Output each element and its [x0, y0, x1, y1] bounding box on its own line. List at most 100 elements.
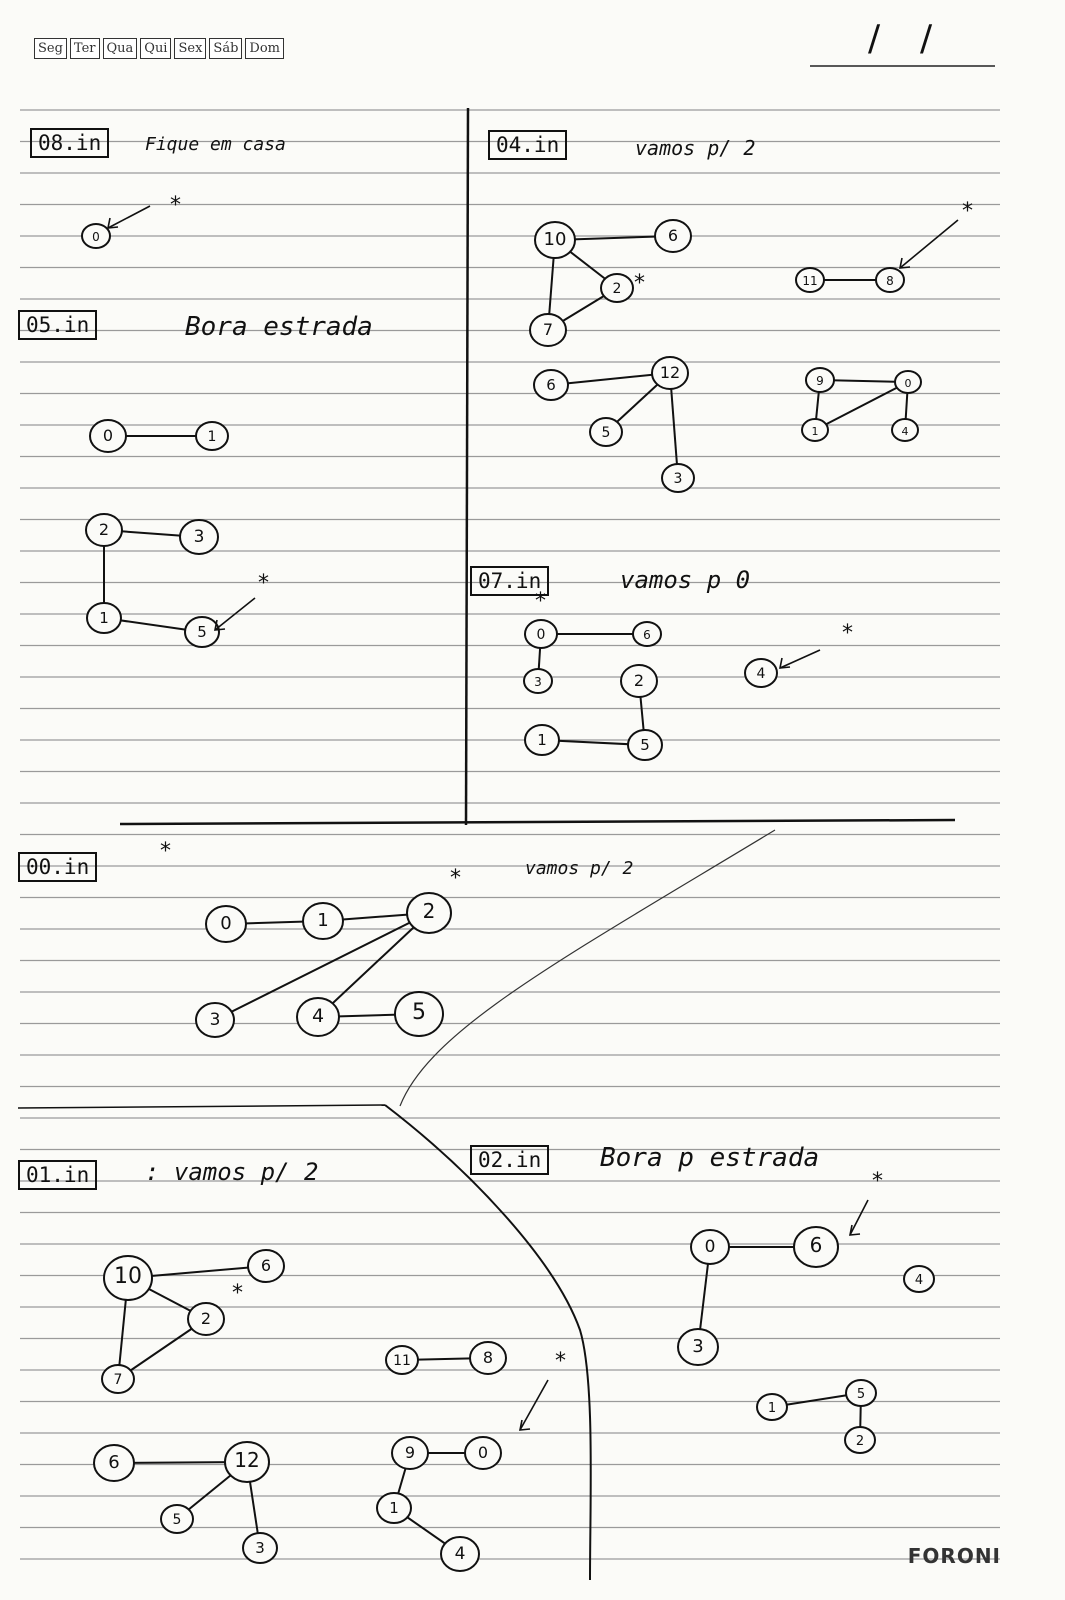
section-divider [384, 1104, 592, 1581]
date-separator: / [920, 18, 933, 59]
graph-node [690, 1229, 730, 1265]
graph-node [93, 1444, 135, 1482]
start-arrow [899, 219, 959, 269]
graph-node [101, 1364, 135, 1394]
graph-node-label: 9 [816, 374, 824, 388]
graph-node [805, 367, 835, 393]
graph-node-label: 3 [194, 527, 205, 547]
graph-node-label: 1 [208, 429, 217, 445]
graph-node [184, 616, 220, 648]
section-label: 00.in [18, 852, 98, 882]
weekday-box: Sáb [209, 38, 243, 59]
start-arrow [107, 205, 151, 229]
graph-node-label: 0 [478, 1443, 488, 1462]
graph-node [756, 1393, 788, 1421]
start-marker: * [842, 621, 853, 646]
graph-node [391, 1436, 429, 1470]
graph-node-label: 1 [768, 1401, 776, 1416]
graph-node [224, 1441, 270, 1483]
graph-node-label: 4 [312, 1005, 324, 1027]
graph-node [385, 1345, 419, 1375]
graph-node [247, 1249, 285, 1283]
graph-node-label: 8 [483, 1348, 493, 1367]
graph-node-label: 3 [255, 1539, 265, 1557]
graph-node-label: 11 [393, 1353, 411, 1369]
graph-node-label: 4 [455, 1544, 466, 1564]
graph-node [651, 356, 689, 390]
graph-node [875, 267, 905, 293]
graph-node [534, 221, 576, 259]
weekday-box: Seg [34, 38, 67, 59]
graph-node-label: 1 [99, 609, 109, 627]
graph-node-label: 10 [114, 1264, 142, 1289]
graph-node [529, 313, 567, 347]
graph-edge [550, 372, 671, 386]
graph-node [394, 991, 444, 1037]
graph-node [85, 513, 123, 547]
graph-node [793, 1226, 839, 1268]
graph-node-label: 2 [201, 1309, 211, 1328]
graph-node [903, 1265, 935, 1293]
graph-node-label: 3 [534, 675, 542, 689]
section-divider [17, 1104, 386, 1109]
start-marker: * [634, 271, 645, 296]
graph-node-label: 7 [543, 320, 553, 339]
graph-edge [814, 381, 909, 431]
graph-node [620, 664, 658, 698]
start-marker: * [555, 1349, 566, 1374]
graph-node-label: 0 [905, 377, 912, 390]
graph-node-label: 4 [915, 1273, 923, 1288]
graph-node-label: 4 [902, 425, 909, 438]
graph-node-label: 9 [405, 1443, 415, 1462]
graph-edge [669, 372, 679, 479]
start-marker: * [535, 589, 546, 614]
start-marker: * [962, 199, 973, 224]
graph-node-label: 2 [423, 899, 436, 923]
graph-node-label: 6 [546, 376, 556, 394]
start-marker: * [258, 571, 269, 596]
graph-node [524, 619, 558, 649]
graph-node-label: 0 [220, 913, 231, 934]
start-arrow [779, 649, 821, 669]
start-arrow [519, 1379, 549, 1431]
start-arrow-head [849, 1224, 861, 1236]
graph-node-label: 5 [173, 1512, 182, 1528]
graph-node-label: 6 [261, 1256, 271, 1275]
graph-node [302, 902, 344, 940]
graph-node-label: 1 [812, 425, 819, 438]
section-caption: Bora p estrada [600, 1143, 820, 1173]
graph-node-label: 5 [412, 1000, 426, 1025]
graph-node [795, 267, 825, 293]
graph-node-label: 11 [802, 274, 817, 288]
graph-node-label: 3 [692, 1336, 703, 1357]
graph-node-label: 0 [705, 1237, 716, 1257]
weekday-box: Qui [140, 38, 172, 59]
graph-node [89, 419, 127, 453]
graph-node-label: 3 [210, 1010, 221, 1030]
section-divider [399, 829, 776, 1107]
graph-node [103, 1255, 153, 1301]
section-label: 02.in [470, 1145, 550, 1175]
start-arrow-head [779, 657, 791, 669]
graph-node [179, 519, 219, 555]
section-caption: vamos p/ 2 [635, 136, 756, 160]
graph-node-label: 1 [389, 1499, 399, 1517]
graph-node-label: 3 [674, 471, 683, 487]
graph-edge [317, 912, 430, 1018]
weekday-row: Seg Ter Qua Qui Sex Sáb Dom [34, 38, 284, 59]
graph-node-label: 5 [197, 623, 207, 641]
weekday-box: Ter [69, 38, 100, 59]
graph-node [187, 1302, 225, 1336]
graph-node [464, 1436, 502, 1470]
graph-node-label: 0 [103, 426, 113, 445]
column-divider [464, 107, 470, 826]
start-arrow [214, 597, 256, 631]
graph-node [845, 1379, 877, 1407]
graph-node [677, 1328, 719, 1366]
graph-edge [214, 912, 430, 1021]
graph-node-label: 8 [886, 274, 894, 288]
graph-node [406, 892, 452, 934]
graph-node-label: 12 [234, 1448, 259, 1472]
